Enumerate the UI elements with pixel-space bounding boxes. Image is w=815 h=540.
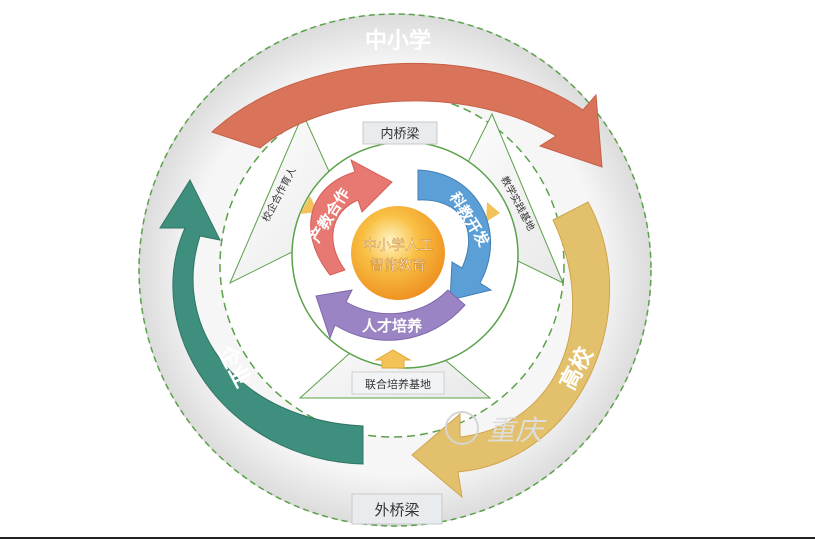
bottom-border [0,537,815,539]
inner-bridge-box [362,121,438,145]
inner-bridge-label: 内桥梁 [380,126,419,142]
outer-arrow-left [159,178,364,465]
outer-arrow-right [411,201,610,499]
bottom-side-box [351,371,445,395]
inner-arrow-purple [315,289,466,341]
inner-arrow-blue [417,169,493,301]
outer-arrow-top-label: 中小学 [365,28,431,54]
inner-arrow-purple-label: 人才培养 [362,317,423,335]
outer-bridge-box [351,493,443,525]
core-label-line2: 智能教育 [370,258,426,274]
right-small-arrow [486,202,500,222]
inner-arrow-red [310,158,393,276]
core-label-line1: 中小学人工 [363,238,433,254]
outer-arrow-top [211,62,603,168]
outer-dashed-circle [138,13,652,527]
watermark-logo [445,411,479,445]
core-circle [351,206,445,300]
watermark-text: 重庆 [487,414,547,447]
bottom-small-arrow [374,349,412,369]
triangle-left [228,112,353,285]
bottom-side-label: 联合培养基地 [365,377,431,391]
outer-bridge-label: 外桥梁 [374,501,419,519]
